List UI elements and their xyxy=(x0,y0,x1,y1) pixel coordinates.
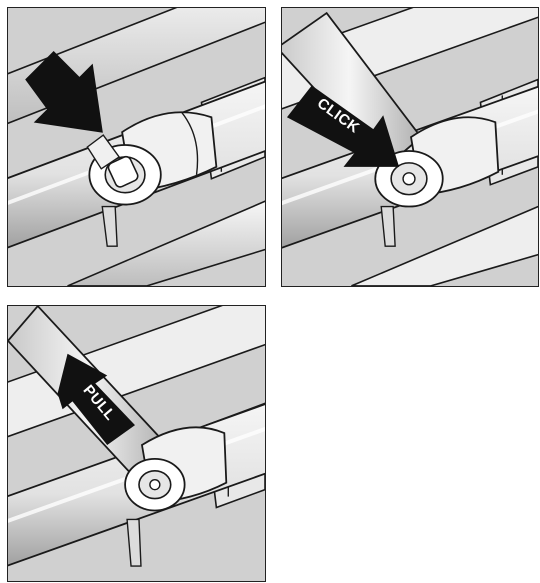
step-1-illustration xyxy=(8,8,265,286)
step-3-illustration: PULL xyxy=(8,306,265,581)
step-3-panel: PULL xyxy=(7,305,266,582)
step-1-panel xyxy=(7,7,266,287)
step-2-illustration: CLICK xyxy=(282,8,538,286)
latch-button xyxy=(125,459,185,511)
step-2-panel: CLICK xyxy=(281,7,539,287)
lower-tube xyxy=(351,202,538,286)
